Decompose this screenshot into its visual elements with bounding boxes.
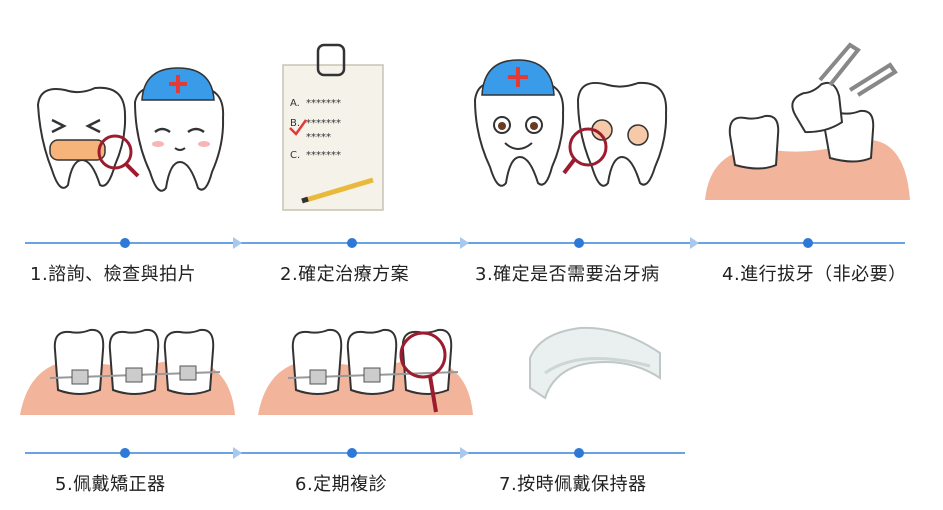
- teeth-with-magnifier-icon: [36, 67, 225, 192]
- step-1-label: 1.諮詢、檢查與拍片: [30, 264, 197, 285]
- braces-checkup-icon: [258, 328, 473, 415]
- step-5-label: 5.佩戴矯正器: [55, 474, 166, 495]
- plan-option-a-stars: *******: [306, 98, 341, 109]
- step-6-label: 6.定期複診: [295, 474, 388, 495]
- step-4-dot: [803, 238, 813, 248]
- step-1-dot: [120, 238, 130, 248]
- plan-option-c-stars: *******: [306, 150, 341, 161]
- chevron-right-icon: [460, 447, 469, 459]
- chevron-right-icon: [690, 237, 699, 249]
- tooth-extraction-icon: [705, 42, 910, 200]
- chevron-right-icon: [233, 237, 242, 249]
- chevron-right-icon: [460, 237, 469, 249]
- plan-option-b-stars: *******: [306, 118, 341, 129]
- step-6-dot: [347, 448, 357, 458]
- plan-option-b: B.: [290, 118, 300, 129]
- braces-icon: [20, 328, 235, 415]
- step-7-dot: [574, 448, 584, 458]
- plan-option-b-stars-2: *****: [306, 132, 331, 143]
- treatment-plan-clipboard-icon: A. ******* B. ******* ***** C. *******: [282, 43, 384, 211]
- step-2-dot: [347, 238, 357, 248]
- plan-option-c: C.: [290, 150, 300, 161]
- step-7-label: 7.按時佩戴保持器: [499, 474, 647, 495]
- chevron-right-icon: [233, 447, 242, 459]
- step-2-label: 2.確定治療方案: [280, 264, 410, 285]
- teeth-checkup-icon: [473, 59, 668, 187]
- clear-retainer-icon: [529, 326, 661, 400]
- step-3-dot: [574, 238, 584, 248]
- plan-option-a: A.: [290, 98, 300, 109]
- step-5-dot: [120, 448, 130, 458]
- step-3-label: 3.確定是否需要治牙病: [475, 264, 660, 285]
- step-4-label: 4.進行拔牙（非必要）: [722, 264, 907, 285]
